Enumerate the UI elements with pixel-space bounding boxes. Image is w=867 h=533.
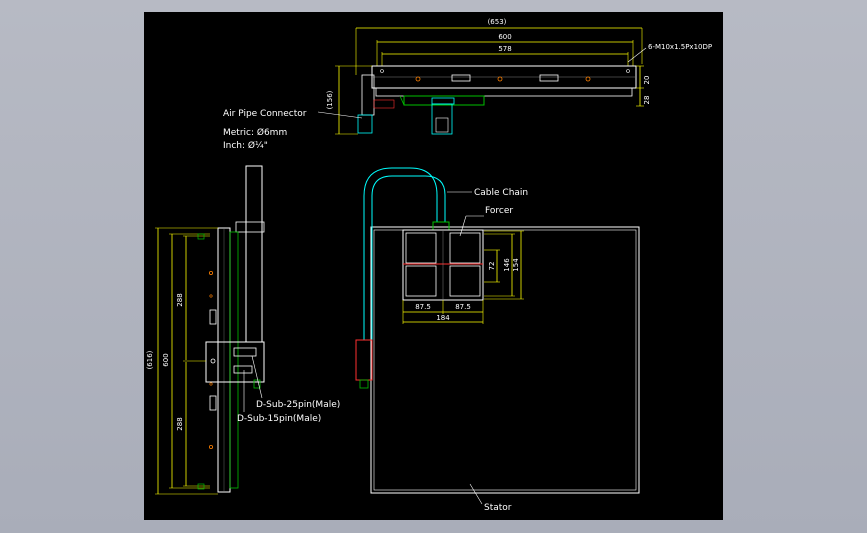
dsub15-label: D-Sub-15pin(Male) [237,414,321,424]
dim-inner-length: 578 [498,45,511,53]
stator-label: Stator [484,503,512,513]
air-pipe-connector-label: Air Pipe Connector [223,109,307,119]
air-pipe-callout: Air Pipe Connector Metric: Ø6mm Inch: Ø¼… [223,109,363,151]
dim-total-height: (156) [326,90,334,109]
top-view: (653) 600 578 6-M10x1.5Px10DP [326,18,712,135]
dim-side-overall: (616) [146,350,154,369]
dim-height-28: 28 [643,96,651,105]
dim-overall-width: (653) [488,18,507,26]
cable-chain-label: Cable Chain [474,188,528,198]
plan-view: Stator Cable Chain Forcer 72 146 154 [355,167,640,513]
dim-side-length: 600 [162,353,170,366]
air-pipe-inch-label: Inch: Ø¼" [223,140,268,151]
side-view: D-Sub-25pin(Male) D-Sub-15pin(Male) (616… [146,165,340,495]
dim-184: 184 [436,314,450,322]
dim-72: 72 [488,262,496,271]
dim-lower-segment: 288 [176,417,184,430]
air-pipe-metric-label: Metric: Ø6mm [223,127,287,138]
dim-146: 146 [503,258,511,272]
dim-height-20: 20 [643,76,651,85]
dsub25-label: D-Sub-25pin(Male) [256,400,340,410]
dim-154: 154 [512,258,520,272]
dim-upper-segment: 288 [176,293,184,306]
dim-87-5-left: 87.5 [415,303,431,311]
dim-87-5-right: 87.5 [455,303,471,311]
dim-rail-length: 600 [498,33,511,41]
forcer-label: Forcer [485,206,513,216]
thread-spec-label: 6-M10x1.5Px10DP [648,43,712,51]
